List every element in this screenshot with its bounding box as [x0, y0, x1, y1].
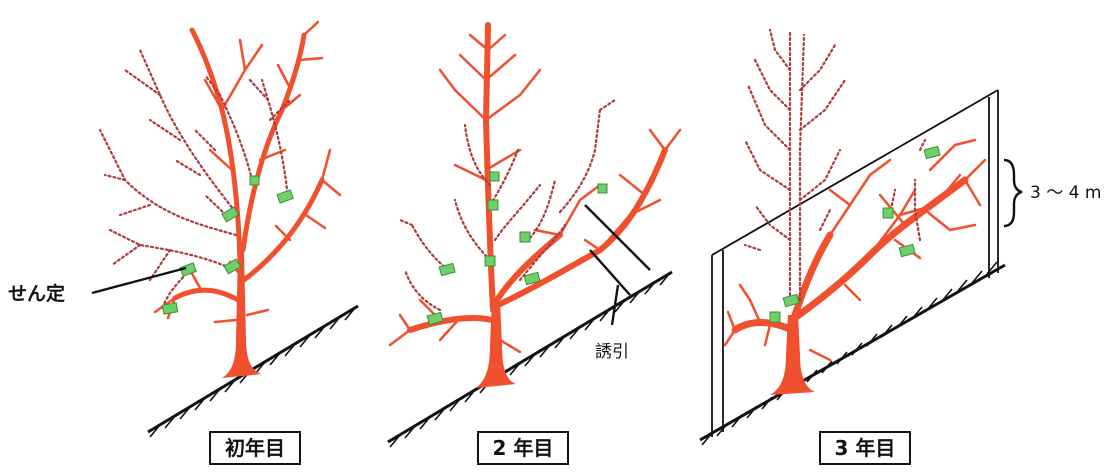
trunk [770, 315, 815, 395]
caption-third-year: 3 年目 [819, 431, 911, 465]
panel-first-year: せん定 初年目 [8, 20, 359, 465]
cut-marks [161, 175, 294, 315]
cut-marks [769, 145, 941, 323]
pruning-leader [91, 266, 187, 295]
ground-slope [699, 261, 1006, 446]
tree-first-year [98, 20, 342, 378]
trellis-frame [711, 89, 999, 437]
panel-second-year: 誘引 2 年目 [387, 22, 682, 465]
cut-marks [426, 171, 608, 326]
caption-first-year: 初年目 [209, 431, 301, 465]
trunk [222, 250, 262, 378]
pruning-label: せん定 [8, 282, 65, 305]
ground-slope [387, 270, 673, 448]
training-annotation: 誘引 [584, 204, 651, 362]
caption-third-year-text: 3 年目 [835, 436, 896, 460]
tree-third-year [723, 28, 987, 395]
caption-second-year: 2 年目 [477, 431, 569, 465]
height-annotation: 3 ～ 4 m [1003, 158, 1101, 228]
tree-second-year [388, 22, 682, 388]
caption-first-year-text: 初年目 [225, 436, 285, 460]
panel-third-year: 3 ～ 4 m 3 年目 [699, 28, 1101, 465]
trunk [476, 300, 516, 388]
training-label: 誘引 [595, 342, 629, 362]
height-label: 3 ～ 4 m [1030, 183, 1101, 203]
caption-second-year-text: 2 年目 [493, 436, 554, 460]
